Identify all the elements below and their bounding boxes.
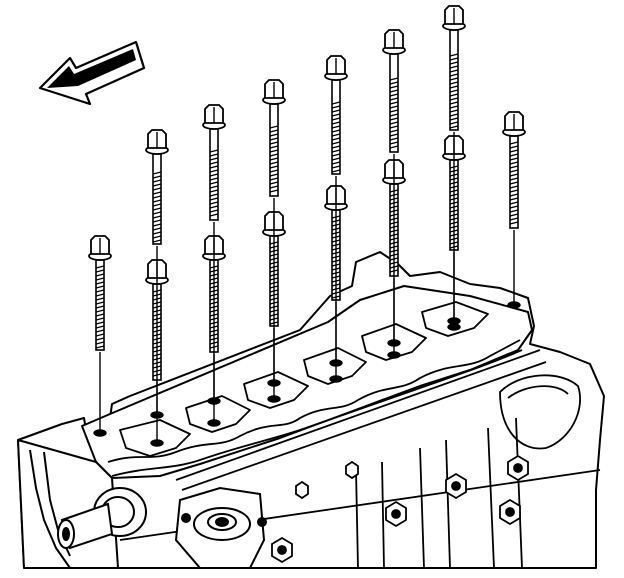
oil-filter-boss bbox=[174, 486, 267, 569]
block-bolt-heads bbox=[271, 454, 529, 564]
direction-arrow-icon bbox=[38, 40, 146, 106]
short-bolt bbox=[88, 235, 112, 351]
bolt-hole bbox=[267, 395, 281, 403]
long-bolt bbox=[382, 29, 406, 153]
bolt-hole bbox=[507, 301, 521, 309]
long-bolt bbox=[442, 5, 466, 131]
crankshaft-snout bbox=[57, 487, 147, 550]
bolt-hole bbox=[329, 375, 343, 383]
long-bolt bbox=[262, 79, 286, 197]
bolt-hole bbox=[387, 351, 401, 359]
bolt-hole bbox=[447, 323, 461, 331]
long-bolt bbox=[324, 55, 348, 175]
bolt-hole bbox=[150, 439, 164, 447]
cam-bearing-bays bbox=[107, 301, 547, 491]
long-bolt bbox=[202, 104, 226, 221]
bolt-hole bbox=[207, 419, 221, 427]
bolt-hole bbox=[93, 429, 107, 437]
leader-lines bbox=[93, 132, 521, 447]
long-bolt bbox=[502, 111, 526, 229]
long-bolt bbox=[145, 129, 169, 245]
